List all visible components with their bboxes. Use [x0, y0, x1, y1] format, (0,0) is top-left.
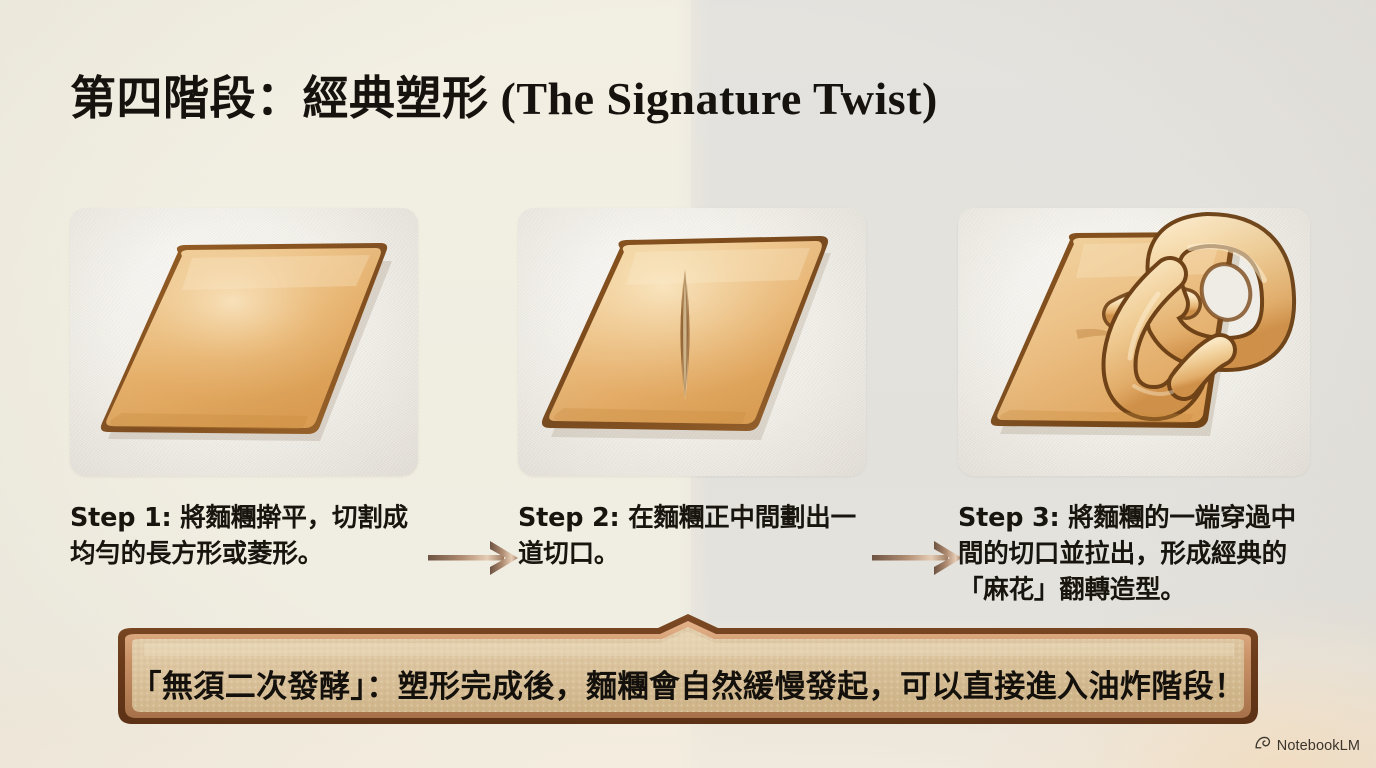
step-2: Step 2: 在麵糰正中間劃出一道切口。	[518, 208, 870, 572]
step-3-image-card	[958, 208, 1310, 476]
step-1-image-card	[70, 208, 418, 476]
notebooklm-spiral-icon	[1254, 735, 1271, 757]
step-3: Step 3: 將麵糰的一端穿過中間的切口並拉出，形成經典的「麻花」翻轉造型。	[958, 208, 1310, 608]
step-1-caption: Step 1: 將麵糰擀平，切割成均勻的長方形或菱形。	[70, 503, 408, 569]
step-3-caption: Step 3: 將麵糰的一端穿過中間的切口並拉出，形成經典的「麻花」翻轉造型。	[958, 503, 1296, 605]
step-2-caption: Step 2: 在麵糰正中間劃出一道切口。	[518, 503, 856, 569]
step-2-image-card	[518, 208, 866, 476]
flattened-dough-rhombus-icon	[100, 243, 392, 441]
notebooklm-watermark: NotebookLM	[1254, 735, 1360, 757]
note-banner-frame	[118, 614, 1258, 724]
note-banner: 「無須二次發酵」：塑形完成後，麵糰會自然緩慢發起，可以直接進入油炸階段！	[92, 614, 1284, 732]
steps-row: Step 1: 將麵糰擀平，切割成均勻的長方形或菱形。	[0, 208, 1376, 628]
notebooklm-label: NotebookLM	[1276, 738, 1360, 754]
dough-rhombus-with-center-slit-icon	[541, 236, 831, 440]
page-title: 第四階段：經典塑形 (The Signature Twist)	[70, 73, 938, 124]
dough-twisted-through-slit-icon	[990, 212, 1297, 436]
arrow-step2-to-step3-icon	[872, 535, 968, 581]
step-1: Step 1: 將麵糰擀平，切割成均勻的長方形或菱形。	[70, 208, 422, 572]
arrow-step1-to-step2-icon	[428, 535, 524, 581]
note-banner-text: 「無須二次發酵」：塑形完成後，麵糰會自然緩慢發起，可以直接進入油炸階段！	[130, 669, 1246, 704]
